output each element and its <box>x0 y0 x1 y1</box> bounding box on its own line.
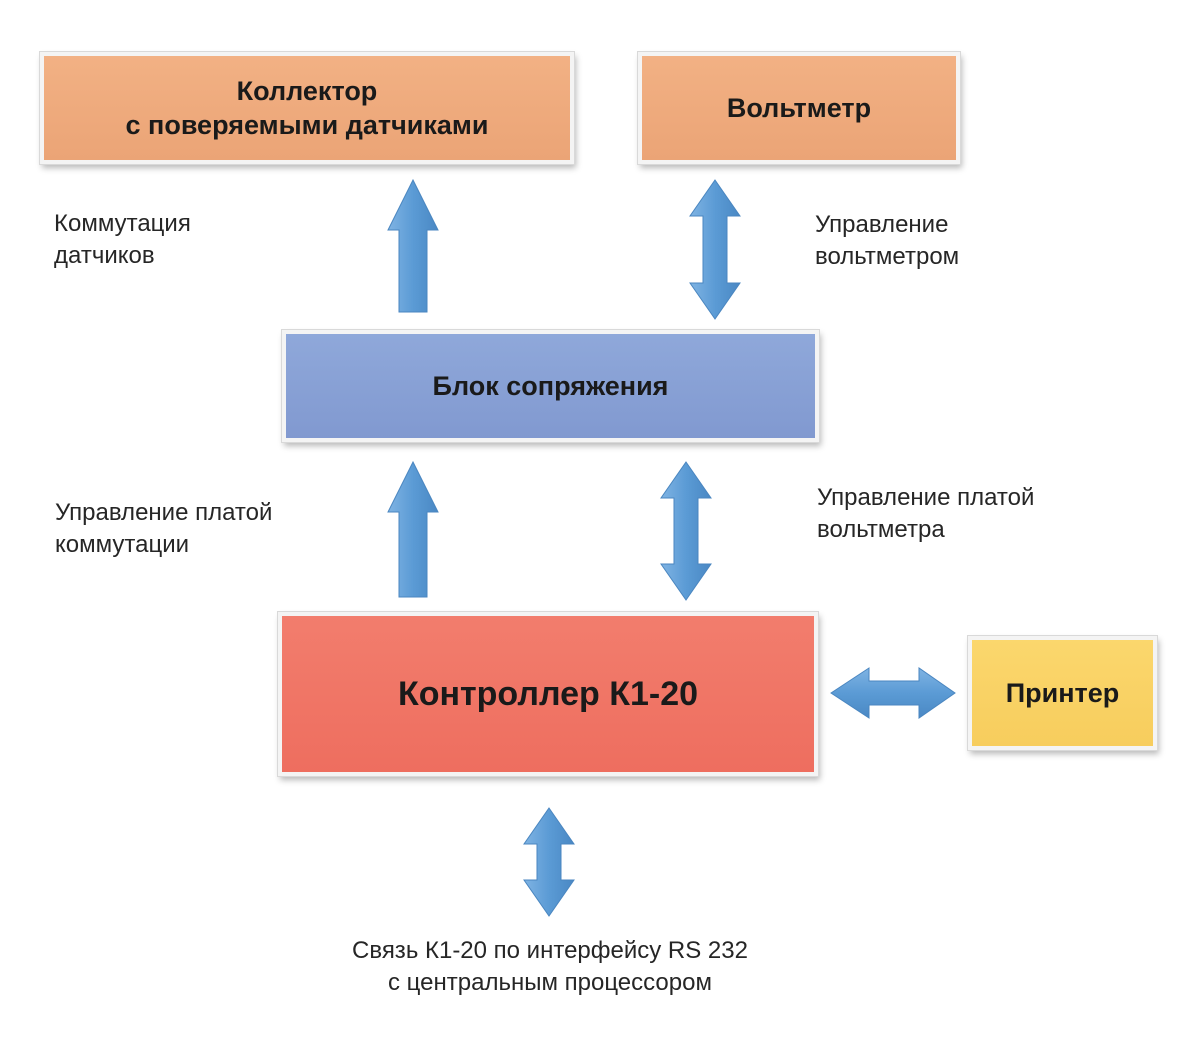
arrow-printer-link <box>830 667 956 719</box>
arrow-voltmeter-board-link <box>660 461 712 601</box>
printer-block: Принтер <box>967 635 1158 751</box>
voltmeter-board-control-caption: Управление платой вольтметра <box>817 484 1035 543</box>
collector-label: Коллектор с поверяемыми датчиками <box>125 76 489 140</box>
arrow-rs232-link <box>523 807 575 917</box>
interface-unit-block: Блок сопряжения <box>281 329 820 443</box>
voltmeter-label: Вольтметр <box>726 92 872 123</box>
arrow-up-to-collector <box>387 178 439 313</box>
voltmeter-block: Вольтметр <box>637 51 961 165</box>
switch-board-control-caption: Управление платой коммутации <box>55 499 273 558</box>
controller-label: Контроллер К1-20 <box>397 674 699 713</box>
voltmeter-control-caption: Управление вольтметром <box>815 211 960 270</box>
collector-block: Коллектор с поверяемыми датчиками <box>39 51 575 165</box>
arrow-voltmeter-link <box>689 179 741 320</box>
printer-label: Принтер <box>1005 677 1120 708</box>
sensor-switching-caption: Коммутация датчиков <box>54 210 191 269</box>
rs232-link-caption: Связь К1-20 по интерфейсу RS 232 с центр… <box>352 937 748 996</box>
arrow-up-to-interface <box>387 460 439 598</box>
controller-block: Контроллер К1-20 <box>277 611 819 777</box>
interface-unit-label: Блок сопряжения <box>432 370 669 401</box>
